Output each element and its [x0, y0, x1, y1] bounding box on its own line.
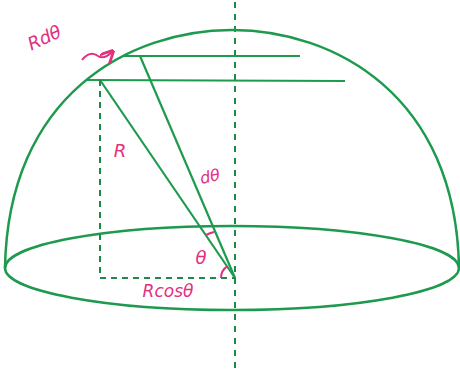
radius-line	[100, 80, 235, 278]
dome-outline	[5, 30, 459, 268]
band-line	[123, 55, 300, 57]
radius-line	[140, 56, 235, 278]
label-text: θ	[195, 248, 206, 268]
angle-arc	[206, 232, 214, 235]
projection-line	[100, 277, 235, 279]
projection-line	[99, 80, 101, 278]
angle-label: dθ	[198, 166, 221, 188]
arc-length-label: Rdθ	[24, 22, 64, 55]
radius-label: R	[114, 141, 127, 161]
length-label: Rcosθ	[143, 282, 194, 301]
angle-arc	[221, 266, 227, 278]
label-text: dθ	[198, 166, 221, 187]
label-text: Rdθ	[24, 22, 64, 55]
label-text: Rcosθ	[143, 282, 194, 301]
arc-length-arrow	[82, 52, 112, 60]
angle-label: θ	[195, 248, 206, 268]
band-line	[87, 80, 345, 81]
base-ellipse	[5, 226, 459, 310]
label-text: R	[114, 141, 127, 161]
